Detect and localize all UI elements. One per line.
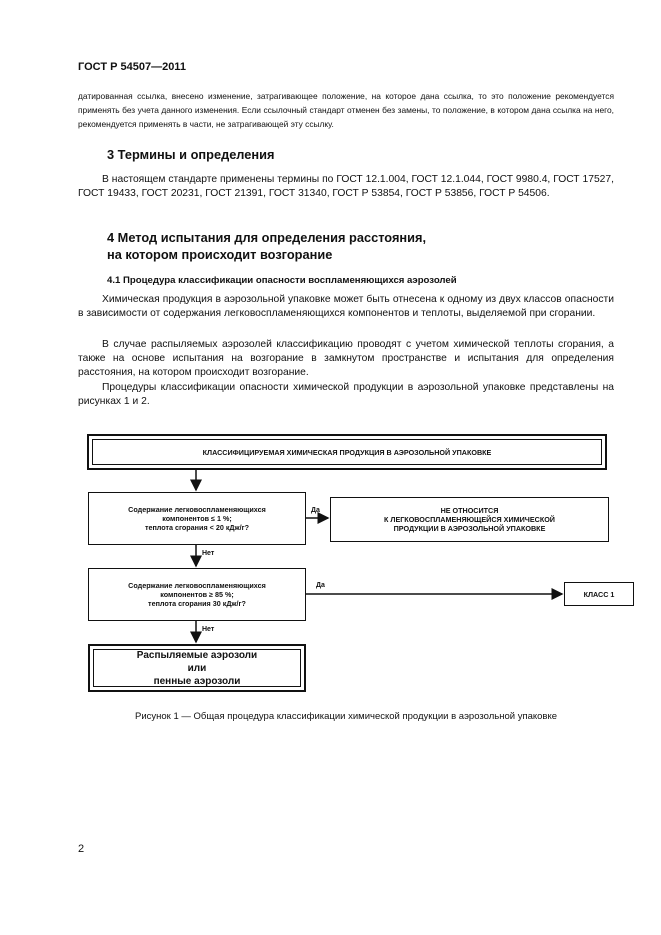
- section-4-title: 4 Метод испытания для определения рассто…: [107, 230, 426, 263]
- question-1-box: Содержание легковоспламеняющихся компоне…: [88, 492, 306, 545]
- r1-line2: К ЛЕГКОВОСПЛАМЕНЯЮЩЕЙСЯ ХИМИЧЕСКОЙ: [384, 515, 555, 524]
- section-4-1-title: 4.1 Процедура классификации опасности во…: [107, 275, 457, 286]
- q1-line3: теплота сгорания < 20 кДж/г?: [144, 523, 250, 532]
- top-box-label: КЛАССИФИЦИРУЕМАЯ ХИМИЧЕСКАЯ ПРОДУКЦИЯ В …: [202, 447, 492, 457]
- no-label-2: Нет: [202, 626, 215, 633]
- question-2-text: Содержание легковоспламеняющихся компоне…: [128, 581, 266, 608]
- class-1-label: КЛАСС 1: [583, 589, 615, 599]
- page-number: 2: [78, 843, 85, 855]
- section-3-text: В настоящем стандарте применены термины …: [78, 174, 614, 200]
- r1-line1: НЕ ОТНОСИТСЯ: [440, 506, 499, 515]
- yes-label-1: Да: [311, 507, 320, 514]
- section-4-title-line2: на котором происходит возгорание: [107, 246, 333, 262]
- section-4-paragraph-2: В случае распыляемых аэрозолей классифик…: [78, 339, 614, 379]
- aerosol-type-text: Распыляемые аэрозоли или пенные аэрозоли: [137, 649, 257, 688]
- q2-line2: компонентов ≥ 85 %;: [160, 590, 234, 599]
- document-header: ГОСТ Р 54507—2011: [78, 61, 186, 73]
- section-4-paragraph-1: Химическая продукция в аэрозольной упако…: [78, 294, 614, 320]
- no-label-1: Нет: [202, 550, 215, 557]
- class-1-box: КЛАСС 1: [564, 582, 634, 606]
- aerosol-type-box: Распыляемые аэрозоли или пенные аэрозоли: [88, 644, 306, 692]
- flowchart-top-box: КЛАССИФИЦИРУЕМАЯ ХИМИЧЕСКАЯ ПРОДУКЦИЯ В …: [87, 434, 607, 470]
- q1-line2: компонентов ≤ 1 %;: [162, 514, 232, 523]
- q2-line3: теплота сгорания 30 кДж/г?: [148, 599, 246, 608]
- section-4-paragraph-3: Процедуры классификации опасности химиче…: [78, 382, 614, 408]
- figure-caption: Рисунок 1 — Общая процедура классификаци…: [134, 711, 558, 722]
- result-1-box: НЕ ОТНОСИТСЯ К ЛЕГКОВОСПЛАМЕНЯЮЩЕЙСЯ ХИМ…: [330, 497, 609, 542]
- intro-paragraph: датированная ссылка, внесено изменение, …: [78, 91, 614, 130]
- bottom-line3: пенные аэрозоли: [153, 675, 241, 687]
- question-1-text: Содержание легковоспламеняющихся компоне…: [128, 505, 266, 532]
- q2-line1: Содержание легковоспламеняющихся: [128, 581, 266, 590]
- q1-line1: Содержание легковоспламеняющихся: [128, 505, 266, 514]
- result-1-text: НЕ ОТНОСИТСЯ К ЛЕГКОВОСПЛАМЕНЯЮЩЕЙСЯ ХИМ…: [384, 506, 555, 533]
- section-4-title-line1: 4 Метод испытания для определения рассто…: [107, 230, 427, 245]
- yes-label-2: Да: [316, 582, 325, 589]
- question-2-box: Содержание легковоспламеняющихся компоне…: [88, 568, 306, 621]
- r1-line3: ПРОДУКЦИИ В АЭРОЗОЛЬНОЙ УПАКОВКЕ: [393, 524, 546, 533]
- section-3-title: 3 Термины и определения: [107, 147, 275, 162]
- bottom-line1: Распыляемые аэрозоли: [136, 649, 258, 661]
- bottom-line2: или: [187, 662, 207, 674]
